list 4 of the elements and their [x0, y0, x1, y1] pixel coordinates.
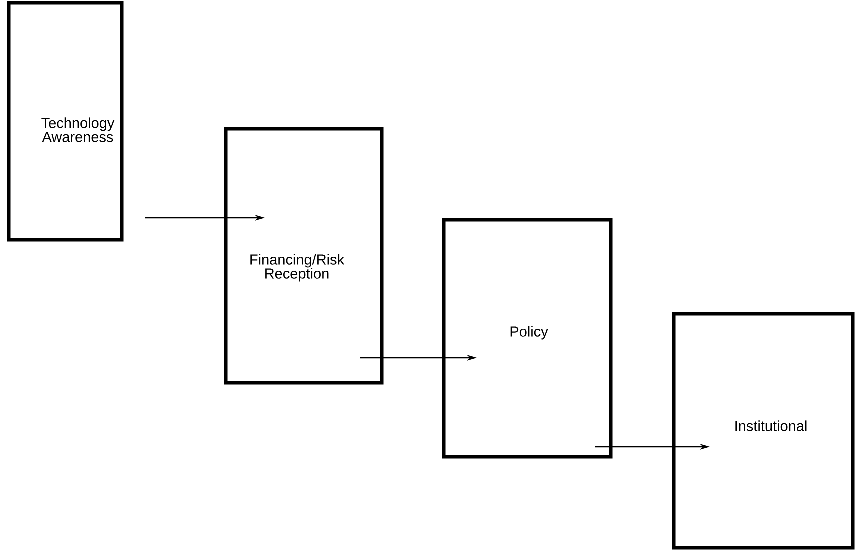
process-box: Technology Awareness [7, 1, 124, 242]
process-box: Financing/Risk Reception [224, 127, 384, 385]
process-box: Institutional [672, 312, 855, 550]
process-box: Policy [442, 218, 613, 459]
